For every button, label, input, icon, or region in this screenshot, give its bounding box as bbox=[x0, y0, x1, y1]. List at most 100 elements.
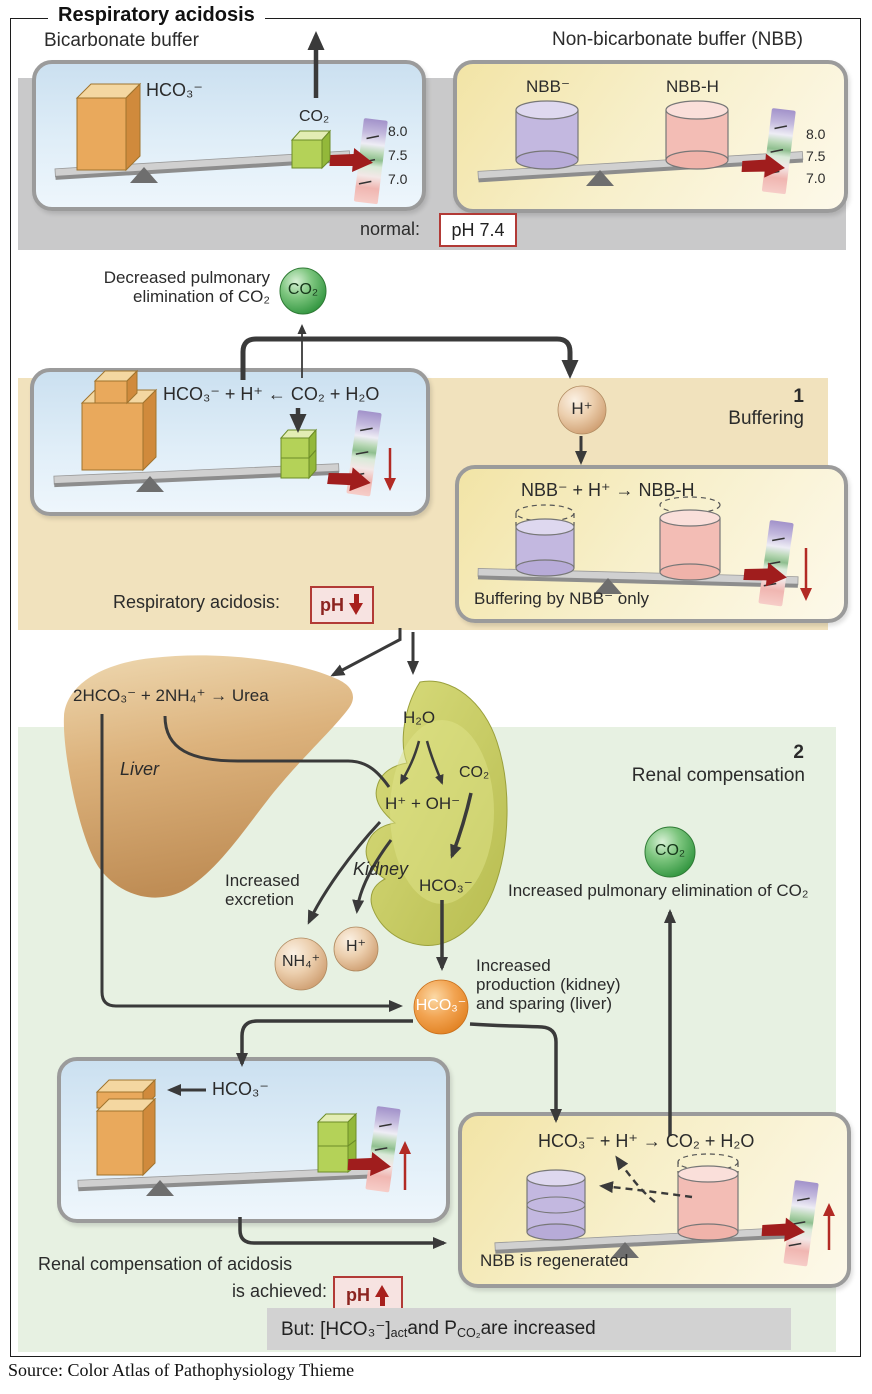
ph-tick-75: 7.5 bbox=[388, 147, 408, 163]
h-excretion-arrow bbox=[352, 839, 393, 914]
bicarb-to-nbb-arrow bbox=[238, 1217, 447, 1249]
hco3-blocks bbox=[80, 369, 158, 472]
ph-strip bbox=[761, 107, 797, 196]
nbb-h-cylinder-reduced bbox=[677, 1153, 739, 1241]
nbb-h-cylinder bbox=[665, 100, 729, 170]
production-text: Increased production (kidney) and sparin… bbox=[476, 956, 621, 1013]
production-line3: and sparing (liver) bbox=[476, 994, 613, 1014]
h-plus-sphere bbox=[557, 385, 607, 435]
bicarbonate-buffer-label: Bicarbonate buffer bbox=[44, 30, 199, 51]
excretion-line1: Increased bbox=[225, 871, 300, 890]
renal-achieved-line1: Renal compensation of acidosis bbox=[38, 1254, 293, 1274]
nbb-equation: NBB⁻ + H⁺ → NBB-H bbox=[521, 480, 695, 500]
nh4-sphere bbox=[274, 937, 328, 991]
nbb-only-label: Buffering by NBB⁻ only bbox=[474, 589, 649, 608]
but-sub-co2: CO₂ bbox=[456, 1326, 481, 1340]
bicarbonate-scale-compensated bbox=[77, 1078, 411, 1196]
ph-down-arrow-icon bbox=[349, 594, 364, 616]
co2-eliminated-label: CO₂ bbox=[654, 842, 686, 859]
nbb-minus-cylinder-reduced bbox=[515, 504, 575, 577]
excretion-text: Increased excretion bbox=[225, 871, 300, 909]
liver-shape bbox=[63, 655, 354, 898]
step1-number: 1 bbox=[793, 386, 804, 407]
liver-hco3-sparing-arrow bbox=[100, 714, 403, 1012]
nbb-scale-regenerated bbox=[494, 1153, 835, 1268]
h2o-label: H₂O bbox=[403, 708, 436, 727]
bicarbonate-scale-normal bbox=[54, 31, 389, 206]
ph-strip bbox=[364, 1105, 402, 1194]
production-line1: Increased bbox=[476, 956, 551, 975]
h2o-split-arrow-right bbox=[425, 740, 444, 785]
co2-block bbox=[290, 129, 332, 170]
liver-equation: 2HCO₃⁻ + 2NH₄⁺ → Urea bbox=[73, 686, 269, 705]
ph-down-box: pH bbox=[310, 586, 374, 624]
bicarbonate-scale-acidosis bbox=[53, 369, 396, 498]
ph-tick-7: 7.0 bbox=[806, 170, 826, 186]
co2-to-hco3-arrow bbox=[450, 792, 473, 859]
hco3-block bbox=[75, 82, 142, 172]
hco3-blocks bbox=[95, 1078, 157, 1177]
nbb-h-cylinder-grown bbox=[659, 496, 721, 581]
regeneration-equation: HCO₃⁻ + H⁺ → CO₂ + H₂O bbox=[538, 1131, 755, 1151]
liver-kidney-link bbox=[163, 715, 391, 788]
co2-sphere-eliminated bbox=[644, 826, 696, 878]
kidney-hco3-label: HCO₃⁻ bbox=[419, 876, 473, 895]
ph-down-text: pH bbox=[320, 594, 344, 615]
pulmonary-elimination-label: Increased pulmonary elimination of CO₂ bbox=[508, 881, 809, 900]
co2-label: CO₂ bbox=[299, 108, 330, 125]
nbb-h-label: NBB-H bbox=[666, 77, 719, 96]
nbb-scale-normal bbox=[477, 100, 804, 196]
ph-strip bbox=[757, 519, 795, 608]
nbb-minus-label: NBB⁻ bbox=[526, 77, 570, 96]
trigger-line1: Decreased pulmonary bbox=[103, 268, 270, 287]
step1-label: Buffering bbox=[728, 408, 804, 429]
nbb-scale-buffering bbox=[477, 436, 812, 608]
h-plus-excreted-label: H⁺ bbox=[346, 938, 366, 955]
normal-ph-value-box: pH 7.4 bbox=[439, 213, 517, 247]
ph-up-arrow-icon bbox=[375, 1284, 390, 1306]
diagram-border bbox=[10, 18, 861, 1357]
liver-label: Liver bbox=[120, 759, 160, 779]
trigger-line2: elimination of CO₂ bbox=[133, 287, 270, 307]
acidosis-label: Respiratory acidosis: bbox=[113, 592, 281, 612]
hco3-to-nbb-box-arrow bbox=[469, 1022, 562, 1123]
to-renal-compensation-arrows bbox=[330, 628, 419, 677]
but-sub-act: act bbox=[390, 1326, 408, 1340]
hco3-in-label: HCO₃⁻ bbox=[212, 1079, 269, 1099]
nbb-minus-cylinder-restored bbox=[526, 1169, 586, 1241]
bicarb-equation: HCO₃⁻ + H⁺ ← CO₂ + H₂O bbox=[163, 384, 380, 404]
ph-tick-75: 7.5 bbox=[806, 148, 826, 164]
normal-ph-value: pH 7.4 bbox=[451, 219, 505, 240]
nbb-minus-cylinder bbox=[515, 100, 579, 170]
step2-number: 2 bbox=[793, 742, 804, 763]
source-caption: Source: Color Atlas of Pathophysiology T… bbox=[8, 1360, 355, 1380]
but-prefix: But: [HCO₃⁻] bbox=[281, 1318, 391, 1340]
hco3-to-bicarb-box-arrow bbox=[236, 1019, 413, 1067]
h-plus-release-pipe bbox=[240, 336, 579, 380]
nh4-excretion-arrow bbox=[307, 820, 382, 925]
page-title: Respiratory acidosis bbox=[48, 4, 265, 27]
production-line2: production (kidney) bbox=[476, 975, 621, 995]
co2-blocks bbox=[279, 428, 318, 480]
h-plus-sphere-excreted bbox=[333, 926, 379, 972]
trigger-text: Decreased pulmonary elimination of CO₂ bbox=[56, 268, 270, 306]
kidney-label: Kidney bbox=[353, 859, 409, 879]
hco3-label: HCO₃⁻ bbox=[146, 80, 203, 100]
co2-sphere-label: CO₂ bbox=[287, 281, 319, 298]
renal-achieved-line2: is achieved: bbox=[231, 1281, 327, 1301]
nbb-buffer-label: Non-bicarbonate buffer (NBB) bbox=[552, 29, 803, 50]
co2-sphere bbox=[279, 267, 327, 315]
normal-label: normal: bbox=[360, 219, 421, 239]
kidney-co2-label: CO₂ bbox=[459, 764, 490, 781]
nbb-h-to-h-plus-dashed-arrow bbox=[615, 1155, 656, 1203]
excretion-line2: excretion bbox=[225, 890, 294, 910]
but-mid: and P bbox=[407, 1318, 457, 1339]
ph-tick-7: 7.0 bbox=[388, 171, 408, 187]
hco3-sphere-label: HCO₃⁻ bbox=[415, 997, 467, 1014]
ph-tick-8: 8.0 bbox=[388, 123, 408, 139]
nh4-sphere-label: NH₄⁺ bbox=[281, 953, 321, 970]
ph-tick-8: 8.0 bbox=[806, 126, 826, 142]
